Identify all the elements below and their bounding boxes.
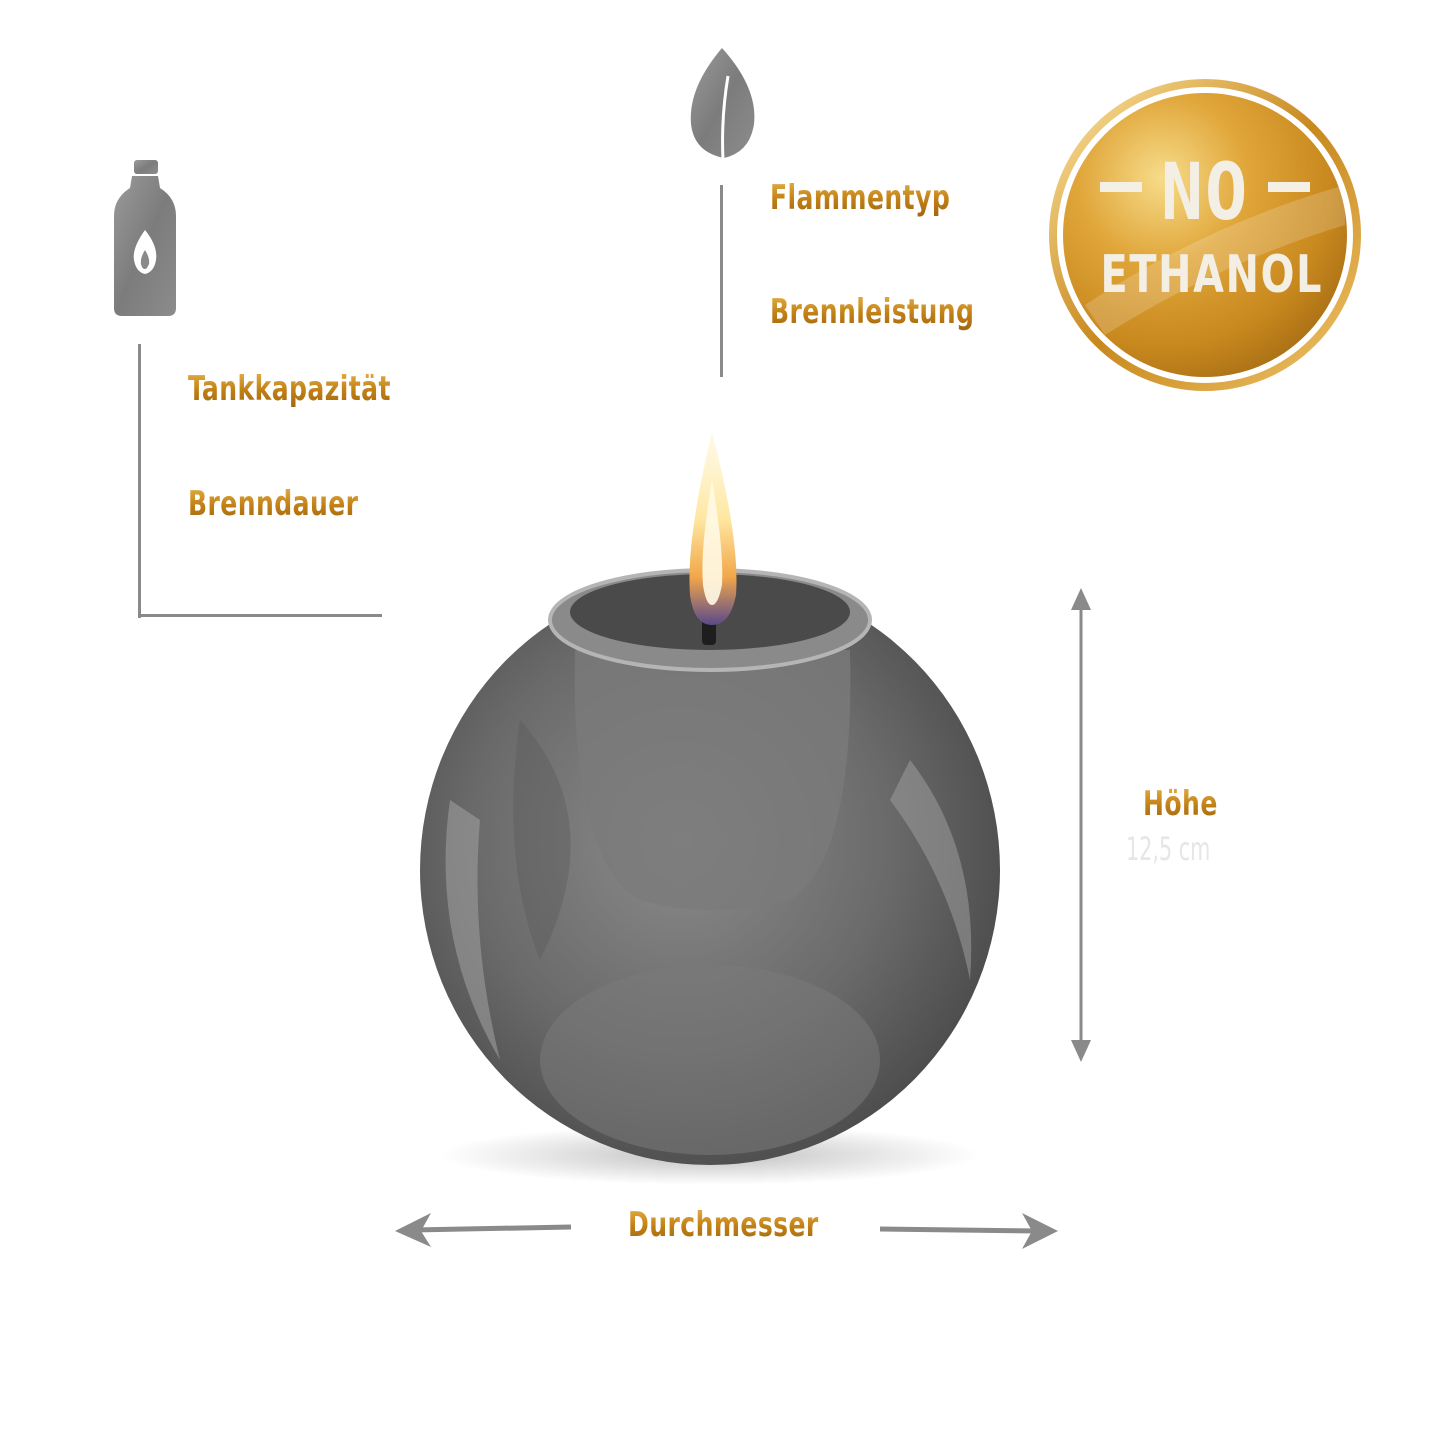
bottle-flame-icon [114,160,176,316]
no-ethanol-badge [1049,79,1361,391]
burn-time-label: Brenndauer [188,484,359,524]
diameter-label: Durchmesser [628,1205,819,1245]
burn-power-label: Brennleistung [770,292,975,332]
height-value: 12,5 cm [1126,830,1211,868]
flame-bracket-vertical [720,185,723,377]
candle-glass-sphere [420,432,1000,1185]
height-arrow [1071,588,1091,1062]
tank-bracket-vertical [138,344,141,618]
badge-line-ethanol: ETHANOL [1100,245,1324,305]
leaf-icon [690,48,755,161]
diameter-arrow-left [395,1213,572,1247]
diameter-arrow-right [879,1213,1058,1249]
badge-line-no: NO [1160,148,1250,238]
tank-capacity-label: Tankkapazität [188,369,391,409]
tank-bracket-horizontal [138,614,382,617]
flame-type-label: Flammentyp [770,178,951,218]
height-label: Höhe [1143,784,1218,824]
